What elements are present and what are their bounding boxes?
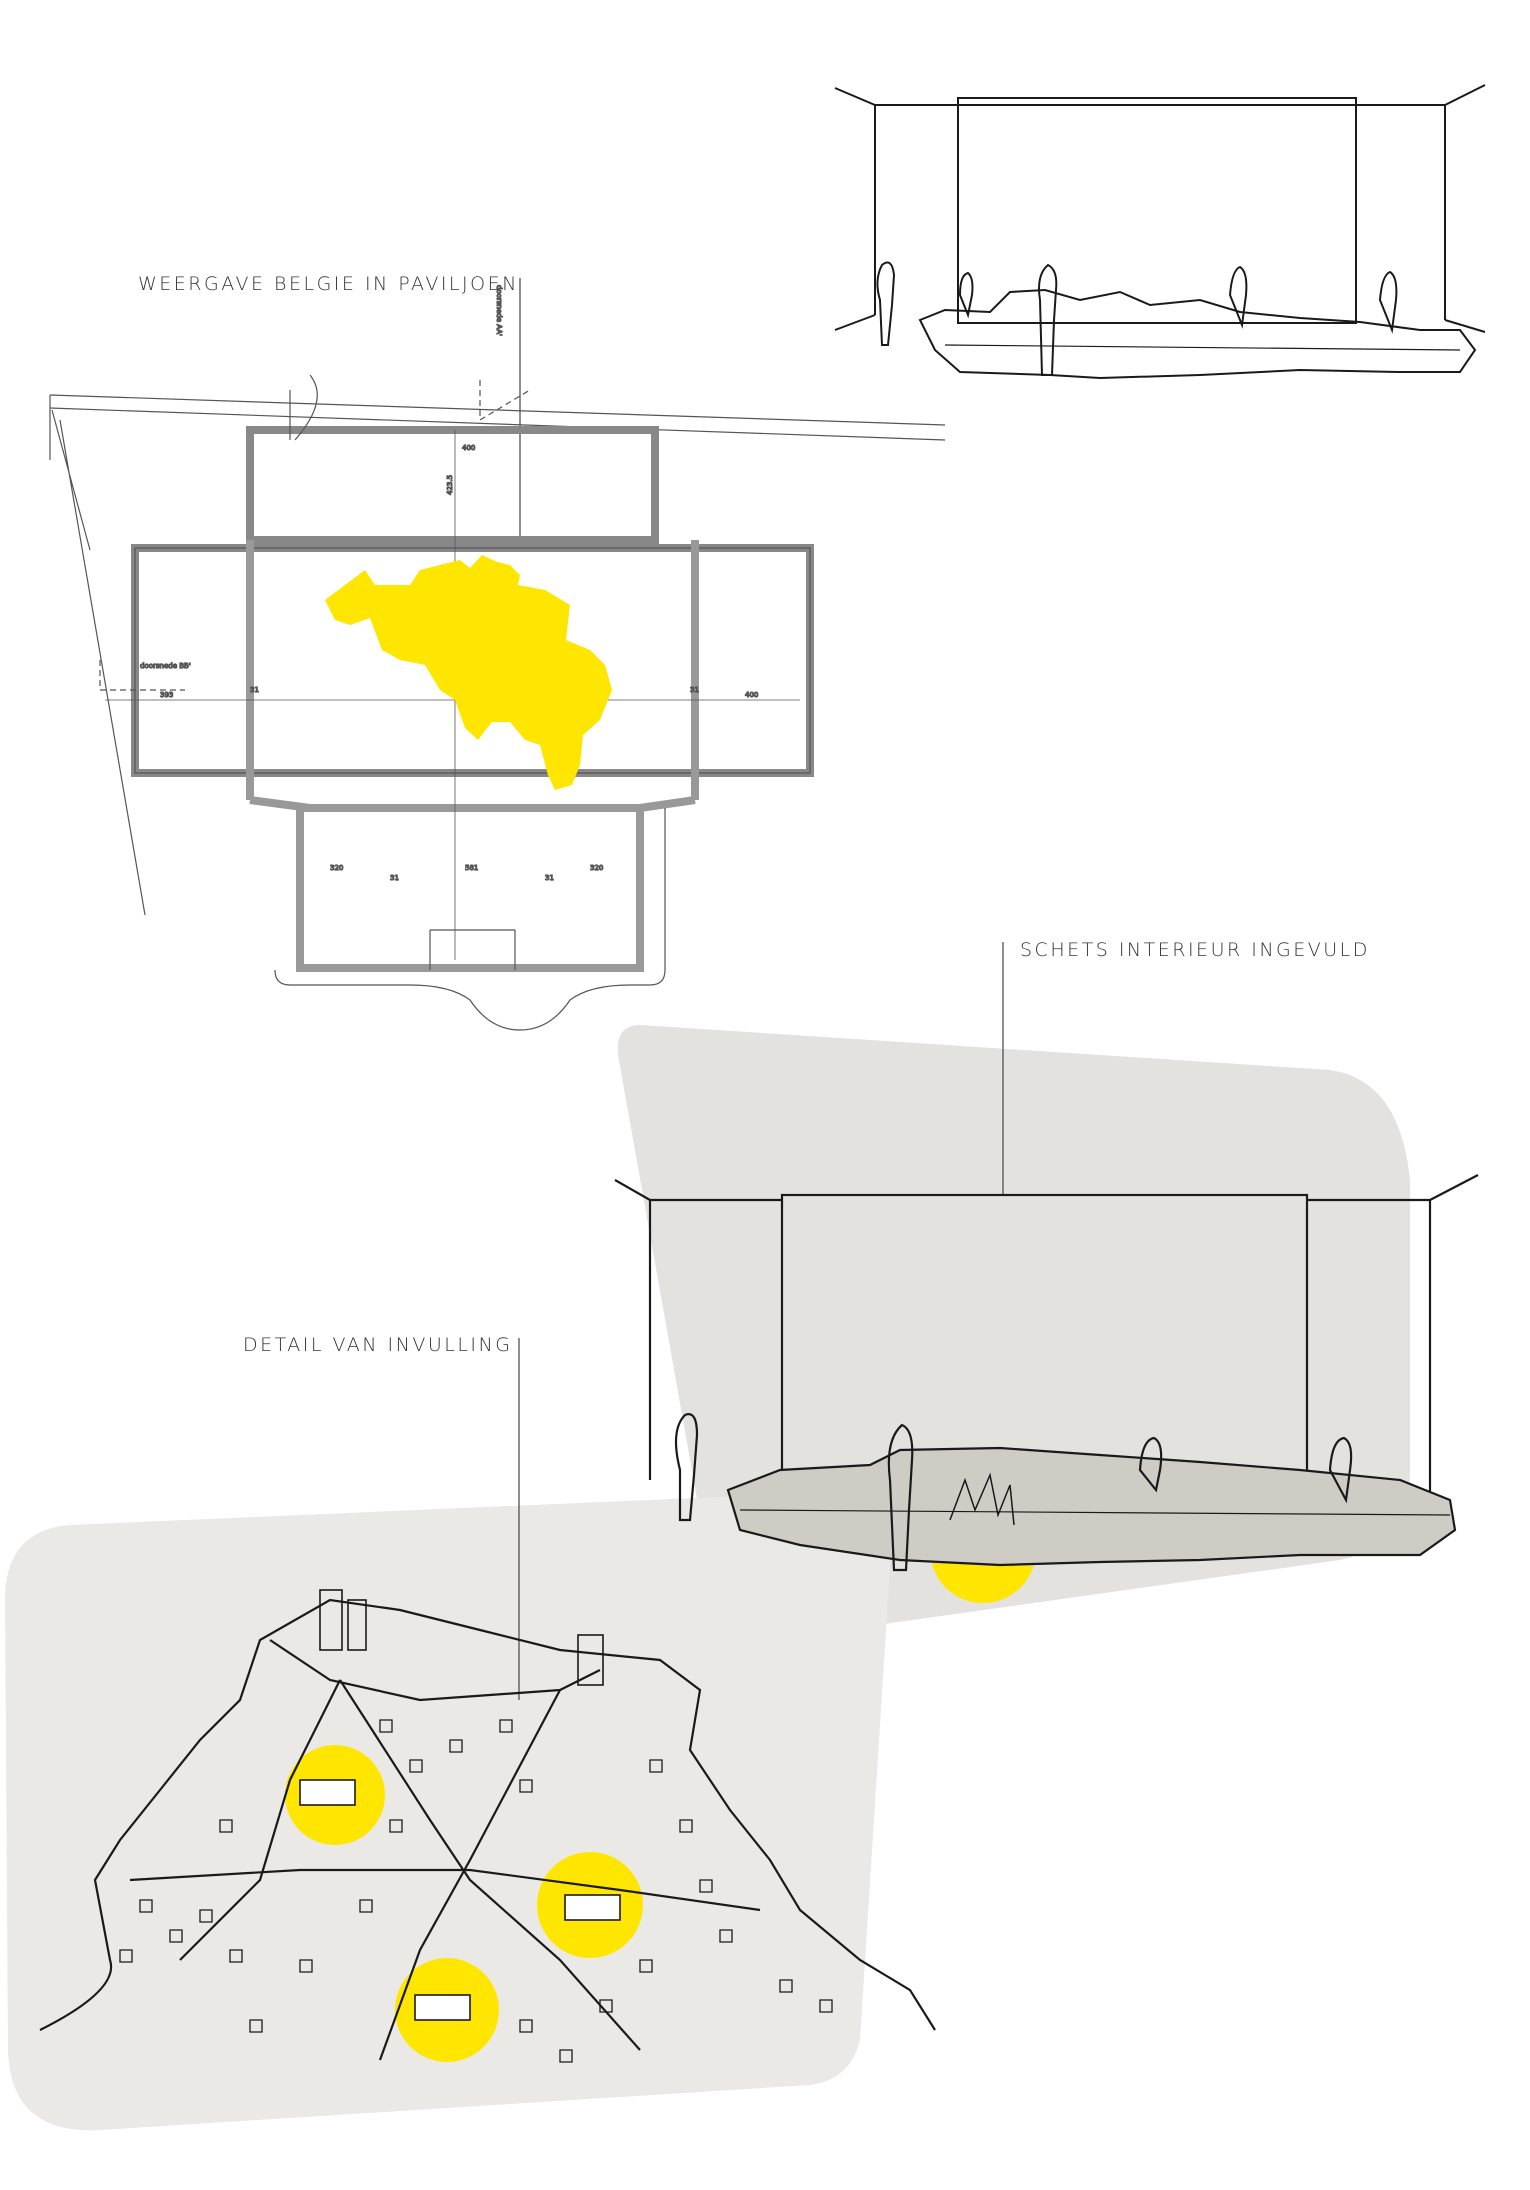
dimension-label: 581 [465,864,478,872]
belgium-shape [325,555,612,790]
detail-label: DETAIL VAN INVULLING [243,1334,513,1356]
dimension-label: 393 [160,691,173,699]
dimension-label: 320 [330,864,343,872]
house-pattern [119,1719,833,2063]
plan-label: WEERGAVE BELGIE IN PAVILJOEN [138,273,519,295]
dimension-label: 31 [545,874,554,882]
dimension-label: 31 [250,686,259,694]
dimension-label: 31 [390,874,399,882]
interior-label: SCHETS INTERIEUR INGEVULD [1020,939,1370,961]
dimension-label: 320 [590,864,603,872]
dimension-label: 423.5 [446,475,454,495]
dimension-label: 31 [690,686,699,694]
detail-panel [5,1490,894,2131]
section-bb-label: doorsnede BB' [140,662,191,670]
dimension-label: 400 [462,444,475,452]
section-aa-label: doorsnede AA' [495,285,503,336]
dimension-label: 400 [745,691,758,699]
